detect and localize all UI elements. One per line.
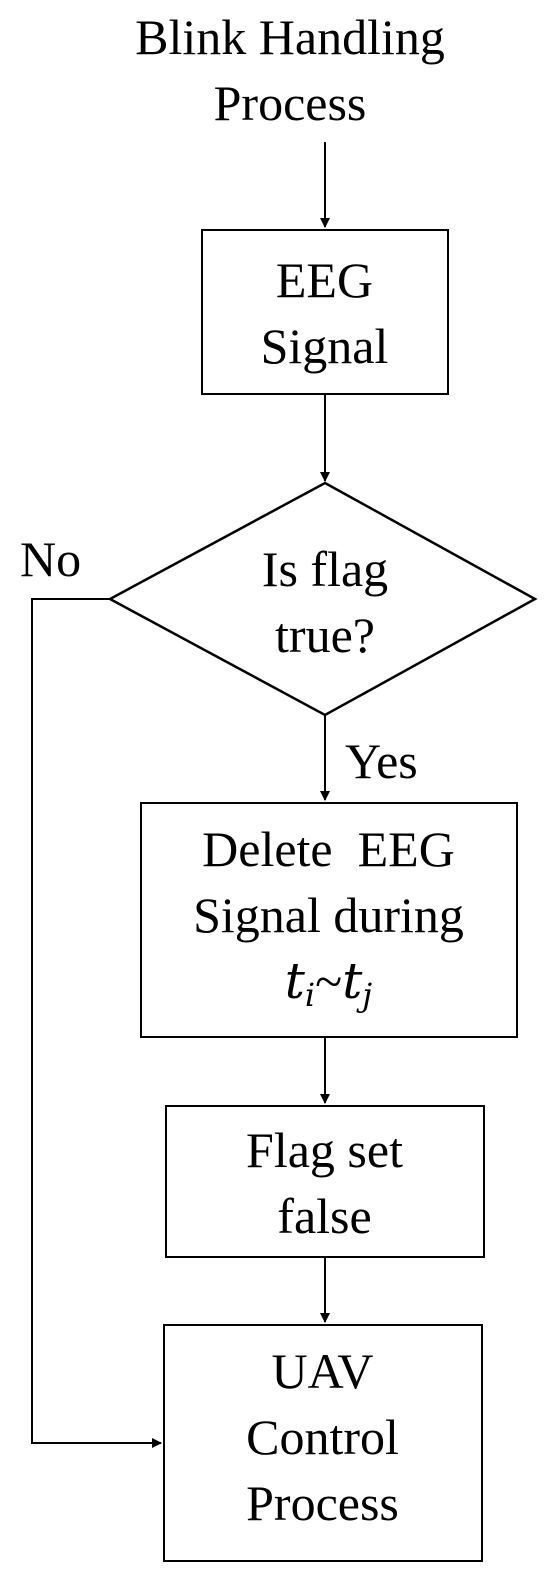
flag-line1: Flag set — [246, 1122, 403, 1178]
eeg-signal-line2: Signal — [260, 318, 389, 374]
decision-line2: true? — [275, 607, 375, 663]
eeg-signal-box: EEG Signal — [201, 229, 449, 395]
delete-eeg-box: Delete EEG Signal during ti~tj — [140, 802, 518, 1038]
delete-line1: Delete EEG — [202, 821, 455, 877]
yes-label: Yes — [345, 733, 418, 789]
decision-label: Is flag true? — [215, 536, 435, 668]
uav-control-box: UAV Control Process — [163, 1324, 483, 1562]
start-label: Blink Handling Process — [75, 4, 505, 136]
eeg-signal-line1: EEG — [275, 252, 374, 308]
start-label-line1: Blink Handling — [135, 9, 445, 65]
decision-line1: Is flag — [261, 541, 389, 597]
delete-time-range: ti~tj — [142, 948, 515, 1028]
uav-line1: UAV — [271, 1343, 374, 1399]
uav-line2: Control — [246, 1409, 399, 1465]
flag-line2: false — [277, 1188, 372, 1244]
start-label-line2: Process — [213, 75, 367, 131]
flag-set-false-box: Flag set false — [165, 1105, 485, 1258]
tilde: ~ — [315, 953, 343, 1009]
arrow-no-to-uav — [31, 598, 162, 1448]
t-start: ti — [284, 952, 316, 1014]
no-label: No — [20, 531, 82, 587]
t-end: tj — [342, 952, 373, 1014]
uav-line3: Process — [246, 1475, 399, 1531]
delete-line2: Signal during — [193, 887, 464, 943]
